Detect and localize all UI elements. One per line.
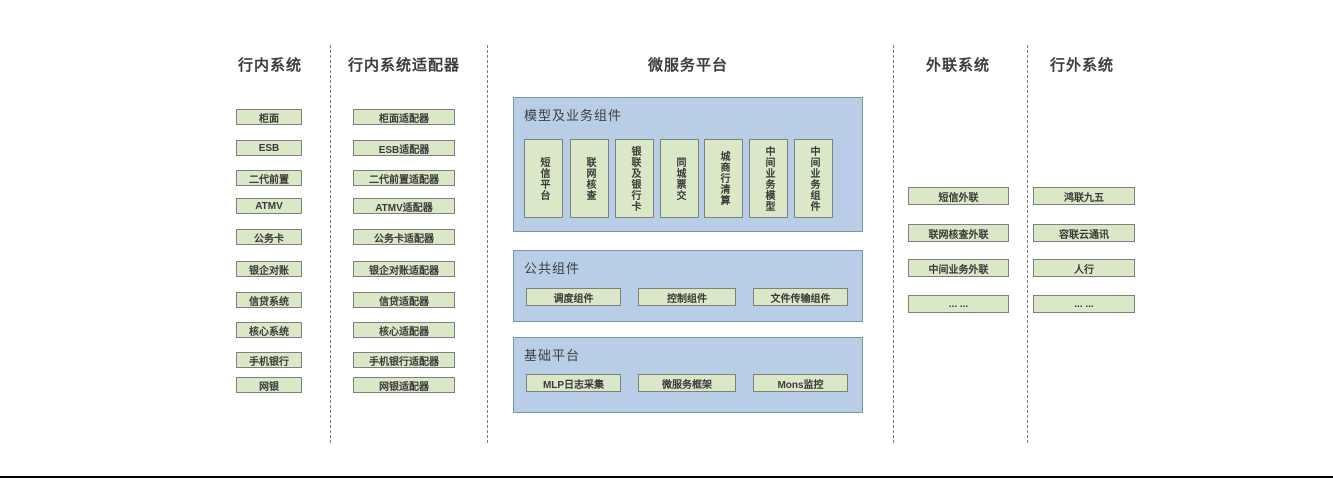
divider-3 [893,45,894,443]
divider-4 [1027,45,1028,443]
node-box: ATMV适配器 [353,198,455,214]
node-box: ... ... [1033,295,1135,313]
component-box: 调度组件 [526,288,621,306]
node-box: 联网核查外联 [908,224,1009,242]
node-box: 中间业务外联 [908,259,1009,277]
header-internal-adapters: 行内系统适配器 [347,57,460,74]
component-box: 银联及银行卡 [615,139,654,218]
node-box: 鸿联九五 [1033,187,1135,205]
node-box: 公务卡适配器 [353,229,455,245]
node-box: ATMV [236,198,302,214]
node-box: 公务卡 [236,229,302,245]
node-box: 短信外联 [908,187,1009,205]
header-outreach-systems: 外联系统 [925,57,990,74]
divider-1 [330,45,331,443]
header-external-systems: 行外系统 [1049,57,1114,74]
node-box: 手机银行适配器 [353,352,455,368]
panel-label: 模型及业务组件 [524,108,623,123]
component-box: 城商行清算 [704,139,743,218]
node-box: 核心适配器 [353,322,455,338]
node-box: 银企对账 [236,261,302,277]
node-box: ESB适配器 [353,140,455,156]
header-microservice-platform: 微服务平台 [647,57,728,74]
node-box: 二代前置适配器 [353,170,455,186]
node-box: ... ... [908,295,1009,313]
node-box: 核心系统 [236,322,302,338]
component-box: Mons监控 [753,374,848,392]
node-box: 柜面适配器 [353,109,455,125]
component-box: 同城票交 [660,139,699,218]
node-box: 信贷系统 [236,292,302,308]
node-box: ESB [236,140,302,156]
panel-common-components: 公共组件 调度组件 控制组件 文件传输组件 [513,250,863,322]
component-box: 控制组件 [638,288,736,306]
node-box: 信贷适配器 [353,292,455,308]
node-box: 手机银行 [236,352,302,368]
node-box: 二代前置 [236,170,302,186]
panel-model-business-components: 模型及业务组件 短信平台 联网核查 银联及银行卡 同城票交 城商行清算 中间业务… [513,97,863,232]
node-box: 柜面 [236,109,302,125]
node-box: 人行 [1033,259,1135,277]
panel-base-platform: 基础平台 MLP日志采集 微服务框架 Mons监控 [513,337,863,413]
component-box: 中间业务模型 [749,139,788,218]
node-box: 网银 [236,377,302,393]
panel-label: 基础平台 [524,348,581,363]
component-box: 短信平台 [524,139,563,218]
component-box: 文件传输组件 [753,288,848,306]
component-box: MLP日志采集 [526,374,621,392]
node-box: 银企对账适配器 [353,261,455,277]
header-internal-systems: 行内系统 [237,57,302,74]
node-box: 容联云通讯 [1033,224,1135,242]
component-box: 中间业务组件 [794,139,833,218]
panel-label: 公共组件 [524,261,581,276]
bottom-rule [0,476,1333,478]
component-box: 联网核查 [570,139,609,218]
node-box: 网银适配器 [353,377,455,393]
component-box: 微服务框架 [638,374,736,392]
divider-2 [487,45,488,443]
